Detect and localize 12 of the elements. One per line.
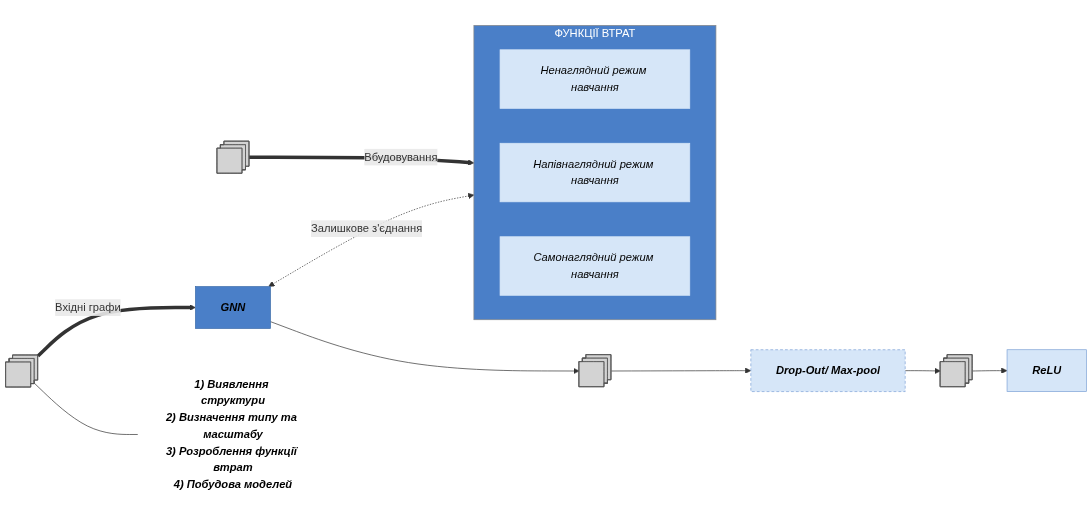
connector [34, 383, 139, 435]
node-box: Напівнаглядний режим навчання [499, 142, 691, 203]
edge-label: Вхідні графи [55, 301, 121, 314]
arrow [36, 304, 196, 358]
node-box: Самонаглядний режим навчання [499, 236, 691, 296]
node-box: ReLU [1006, 349, 1087, 392]
node-box: Ненаглядний режим навчання [499, 49, 691, 109]
edge-label: Вбудовування [364, 150, 438, 163]
edge-label: Залишкове з'єднання [311, 222, 423, 235]
node-text: 1) Виявлення структури 2) Визначення типу та масштабу 3) Розроблення функції втрат 4) Побудова моделей [165, 377, 297, 491]
node-box: Drop-Out/ Max-pool [750, 349, 906, 392]
node-box: GNN [195, 286, 271, 329]
